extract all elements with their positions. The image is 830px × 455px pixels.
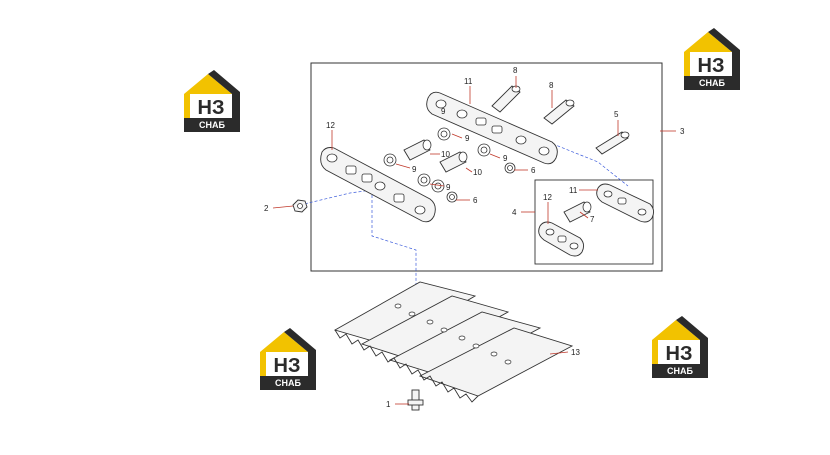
callout-4: 4 bbox=[512, 208, 517, 217]
watermark-logo-top-right: НЗ СНАБ bbox=[684, 28, 740, 90]
callout-9-e: 9 bbox=[441, 107, 446, 116]
pin-8-left bbox=[491, 85, 521, 113]
callout-6-upper: 6 bbox=[531, 166, 536, 175]
callout-9-d: 9 bbox=[446, 183, 451, 192]
track-link-12 bbox=[320, 147, 436, 223]
callout-9-c: 9 bbox=[503, 154, 508, 163]
watermark-logo-bottom-left: НЗ СНАБ bbox=[260, 328, 316, 390]
pin-8-right bbox=[543, 99, 575, 125]
callout-3: 3 bbox=[680, 127, 685, 136]
svg-text:НЗ: НЗ bbox=[666, 343, 693, 365]
svg-text:СНАБ: СНАБ bbox=[275, 378, 301, 388]
bushing-10-upper bbox=[403, 139, 432, 161]
callout-8-right: 8 bbox=[549, 81, 554, 90]
callout-12-main: 12 bbox=[326, 121, 335, 130]
bushing-10-lower bbox=[439, 151, 468, 173]
svg-text:НЗ: НЗ bbox=[274, 355, 301, 377]
callout-8-left: 8 bbox=[513, 66, 518, 75]
callout-2: 2 bbox=[264, 204, 269, 213]
callout-9-a: 9 bbox=[465, 134, 470, 143]
callout-13: 13 bbox=[571, 348, 580, 357]
callout-11-sub: 11 bbox=[569, 186, 578, 195]
bolt-1 bbox=[407, 389, 424, 411]
callout-5: 5 bbox=[614, 110, 619, 119]
callout-10-a: 10 bbox=[441, 150, 450, 159]
svg-text:СНАБ: СНАБ bbox=[667, 366, 693, 376]
svg-text:НЗ: НЗ bbox=[698, 55, 725, 77]
sub-bushing-7 bbox=[563, 201, 592, 223]
seals bbox=[383, 127, 516, 203]
svg-text:СНАБ: СНАБ bbox=[199, 120, 225, 130]
callout-6-lower: 6 bbox=[473, 196, 478, 205]
callout-9-b: 9 bbox=[412, 165, 417, 174]
callout-1: 1 bbox=[386, 400, 391, 409]
track-shoes-13 bbox=[333, 281, 574, 403]
callout-7: 7 bbox=[590, 215, 595, 224]
sub-track-link-12 bbox=[538, 221, 585, 257]
svg-text:НЗ: НЗ bbox=[198, 97, 225, 119]
watermark-logo-top-left: НЗ СНАБ bbox=[184, 70, 240, 132]
callout-10-b: 10 bbox=[473, 168, 482, 177]
pin-5 bbox=[595, 131, 630, 155]
track-link-11 bbox=[426, 91, 558, 165]
svg-text:СНАБ: СНАБ bbox=[699, 78, 725, 88]
watermark-logo-bottom-right: НЗ СНАБ bbox=[652, 316, 708, 378]
callout-12-sub: 12 bbox=[543, 193, 552, 202]
nut-2 bbox=[292, 199, 308, 213]
leader-lines bbox=[272, 76, 676, 405]
callout-11-main: 11 bbox=[464, 77, 473, 86]
subassembly-frame bbox=[534, 179, 654, 265]
sub-track-link-11 bbox=[596, 183, 655, 223]
callout-labels: 1 2 3 4 5 6 6 7 8 8 9 9 9 9 9 10 10 11 1… bbox=[264, 66, 685, 409]
assembly-frame bbox=[310, 62, 663, 272]
